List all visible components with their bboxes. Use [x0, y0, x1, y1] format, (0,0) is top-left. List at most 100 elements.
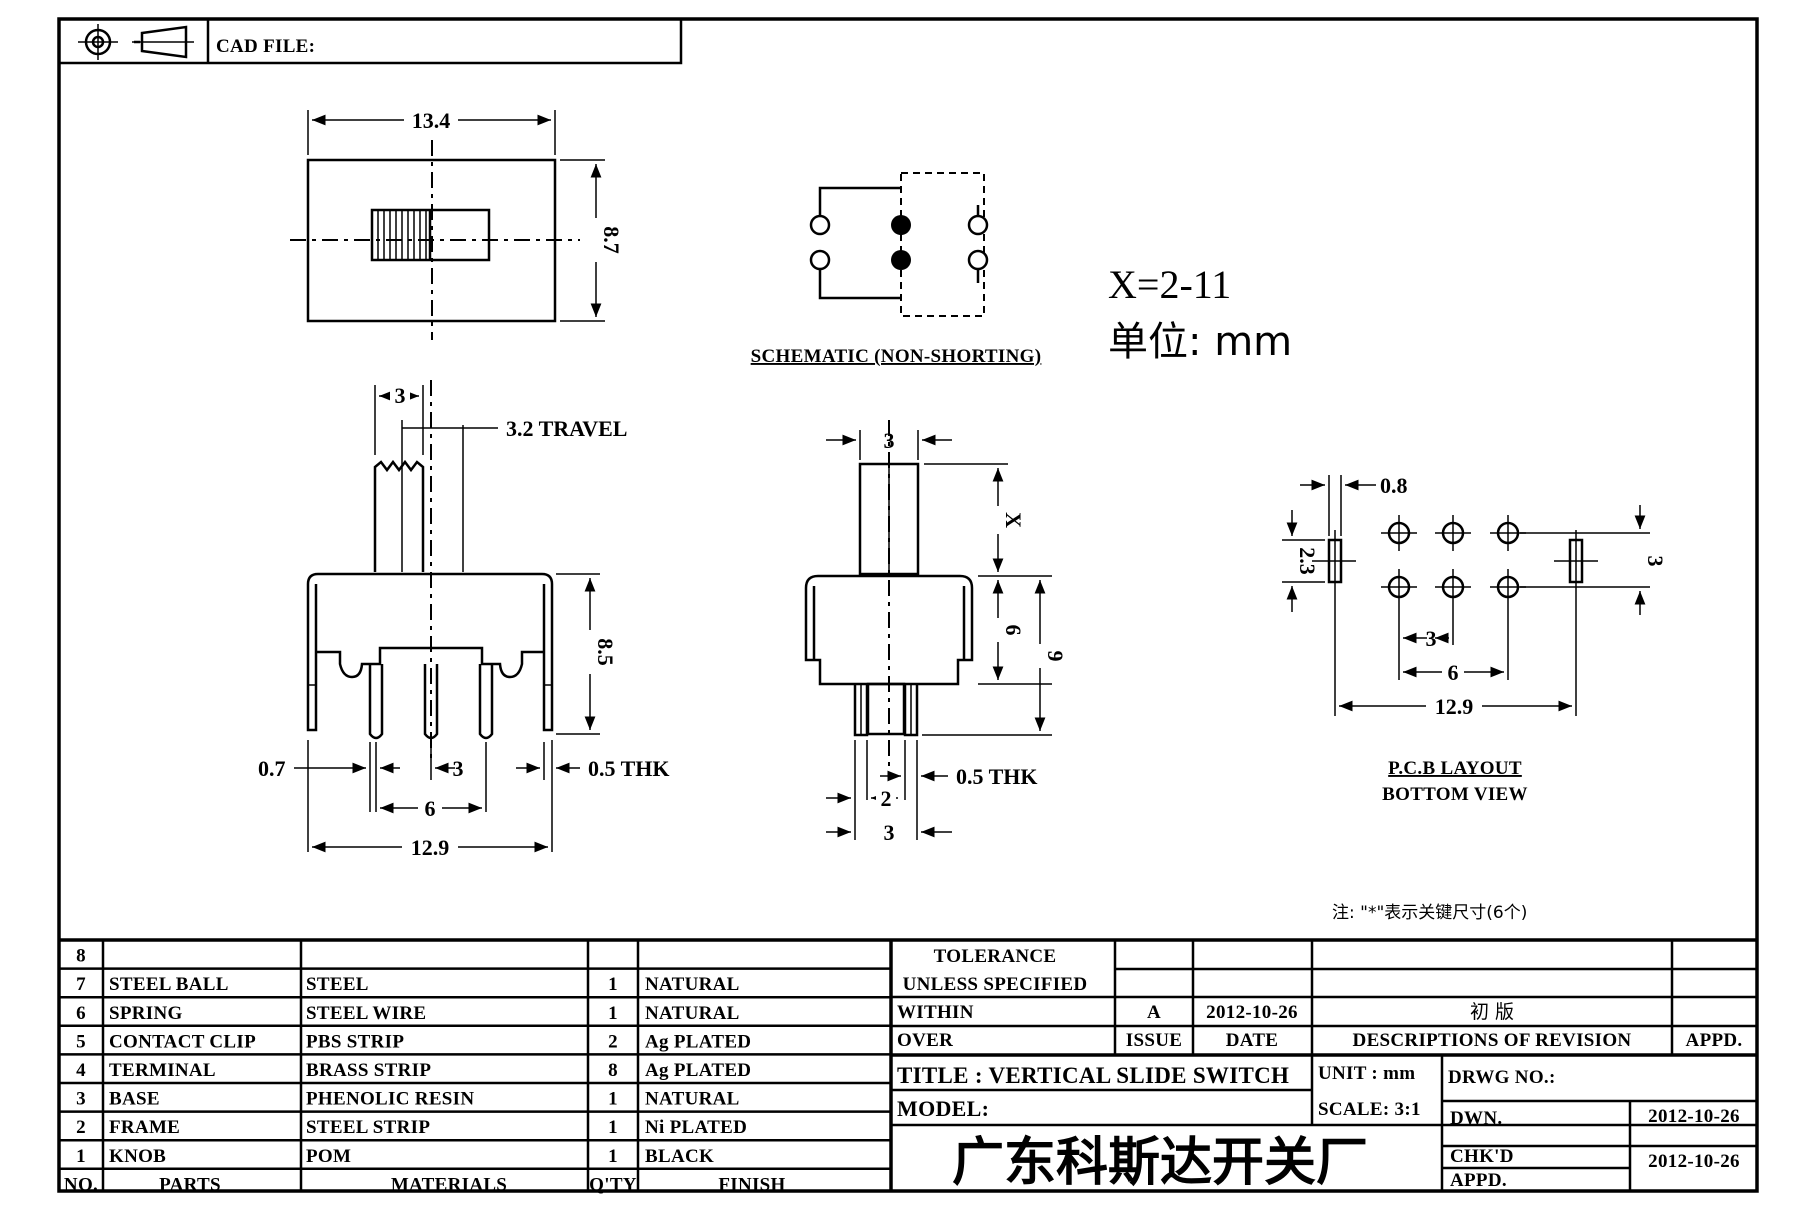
cad-header: CAD FILE: [57, 17, 683, 65]
terminal-open-icon [809, 249, 831, 271]
bom-cell-material: STEEL STRIP [306, 1117, 430, 1138]
bom-cell-no: 6 [76, 1003, 86, 1024]
dim-front-total: 12.9 [411, 835, 450, 860]
dim-pcb-slot-len: 2.3 [1295, 547, 1320, 575]
bom-cell-no: 1 [76, 1146, 86, 1167]
bom-cell-finish: BLACK [645, 1146, 714, 1167]
unit-field: UNIT : mm [1318, 1063, 1415, 1084]
x-range: X=2-11 [1108, 262, 1231, 307]
bom-cell-finish: NATURAL [645, 1089, 740, 1110]
unit-label: 单位: mm [1108, 319, 1292, 365]
bom-header-part: PARTS [159, 1174, 221, 1195]
dim-top-height: 8.7 [599, 226, 624, 254]
bom-cell-qty: 1 [608, 1117, 618, 1138]
front-view: 3 3.2 TRAVEL 8.5 0.7 3 0.5 THK 6 [258, 380, 670, 860]
pcb-label: P.C.B LAYOUT [1388, 758, 1522, 779]
dim-front-pin-width: 0.7 [258, 756, 286, 781]
checked-date: 2012-10-26 [1648, 1151, 1740, 1172]
schematic-label: SCHEMATIC (NON-SHORTING) [751, 346, 1042, 367]
bom-header-material: MATERIALS [391, 1174, 507, 1195]
terminal-open-icon [967, 214, 989, 236]
dim-side-body: 6 [1001, 625, 1026, 636]
company-name: 广东科斯达开关厂 [952, 1133, 1368, 1193]
dim-front-pitch: 3 [453, 756, 464, 781]
dim-side-pin: 2 [881, 786, 892, 811]
projection-symbol-icon [78, 24, 194, 60]
terminal-open-icon [967, 249, 989, 271]
issue-header: ISSUE [1126, 1030, 1182, 1051]
bom-cell-finish: Ni PLATED [645, 1117, 747, 1138]
bom-cell-qty: 8 [608, 1060, 618, 1081]
unless-label: UNLESS SPECIFIED [903, 974, 1088, 995]
bom-cell-part: FRAME [109, 1117, 180, 1138]
pcb-layout: 0.8 2.3 3 3 6 12.9 P.C.B LAYOUT BOTTOM V… [1282, 473, 1668, 805]
drawn-date: 2012-10-26 [1648, 1106, 1740, 1127]
dim-side-knob: 3 [884, 428, 895, 453]
bom-cell-finish: NATURAL [645, 974, 740, 995]
dim-pcb-span: 6 [1448, 660, 1459, 685]
drawing-title: TITLE : VERTICAL SLIDE SWITCH [897, 1063, 1289, 1088]
key-dimension-note: 注: "*"表示关键尺寸(6个) [1332, 903, 1527, 923]
bom-cell-qty: 1 [608, 1146, 618, 1167]
bom-cell-part: BASE [109, 1089, 160, 1110]
bom-cell-material: STEEL [306, 974, 369, 995]
drawn-label: DWN. [1450, 1108, 1502, 1129]
dim-front-knob: 3 [395, 383, 406, 408]
dim-pcb-row: 3 [1643, 556, 1668, 567]
top-view: 13.4 8.7 [290, 104, 624, 340]
title-block: TOLERANCE UNLESS SPECIFIED WITHIN OVER A… [891, 940, 1757, 1193]
bom-cell-no: 5 [76, 1031, 86, 1052]
approved-header: APPD. [1686, 1030, 1743, 1051]
dim-pcb-pitch: 3 [1426, 626, 1437, 651]
bom-cell-finish: Ag PLATED [645, 1031, 751, 1052]
bom-header-no: NO. [64, 1174, 98, 1195]
pcb-holes [1381, 515, 1526, 605]
terminal-open-icon [809, 214, 831, 236]
dim-pcb-total: 12.9 [1435, 694, 1474, 719]
within-label: WITHIN [897, 1002, 974, 1023]
scale-field: SCALE: 3:1 [1318, 1099, 1421, 1120]
sheet-border [57, 17, 1759, 1193]
bom-cell-material: BRASS STRIP [306, 1060, 431, 1081]
bom-cell-qty: 2 [608, 1031, 618, 1052]
bom-cell-part: KNOB [109, 1146, 166, 1167]
bom-cell-part: CONTACT CLIP [109, 1031, 256, 1052]
revision-description: 初 版 [1470, 1001, 1514, 1023]
dim-front-span: 6 [425, 796, 436, 821]
bom-cell-finish: Ag PLATED [645, 1060, 751, 1081]
cad-file-label: CAD FILE: [216, 36, 315, 57]
bom-cell-no: 2 [76, 1117, 86, 1138]
bom-header-qty: Q'TY [589, 1174, 637, 1195]
dim-front-thk: 0.5 THK [588, 756, 670, 781]
bom-cell-no: 3 [76, 1089, 86, 1110]
bom-cell-part: STEEL BALL [109, 974, 229, 995]
dim-side-thk: 0.5 THK [956, 764, 1038, 789]
bom-cell-no: 7 [76, 974, 86, 995]
date-header: DATE [1226, 1030, 1279, 1051]
revision-date: 2012-10-26 [1206, 1002, 1298, 1023]
bom-cell-no: 8 [76, 946, 86, 967]
bom-cell-qty: 1 [608, 974, 618, 995]
approved-label: APPD. [1450, 1170, 1507, 1191]
bom-cell-material: PHENOLIC RESIN [306, 1089, 474, 1110]
dim-side-pitch: 3 [884, 820, 895, 845]
drawing-number-label: DRWG NO.: [1448, 1067, 1556, 1088]
dim-side-total: 9 [1043, 651, 1068, 662]
revision-letter: A [1147, 1002, 1161, 1023]
dim-side-x: X [1001, 512, 1026, 528]
dim-front-travel: 3.2 TRAVEL [506, 416, 627, 441]
dim-top-width: 13.4 [412, 108, 451, 133]
bom-cell-no: 4 [76, 1060, 86, 1081]
schematic: SCHEMATIC (NON-SHORTING) [751, 172, 1042, 367]
tolerance-label: TOLERANCE [934, 946, 1057, 967]
pcb-sublabel: BOTTOM VIEW [1382, 784, 1528, 805]
dim-front-height: 8.5 [593, 638, 618, 666]
terminal-common-icon [891, 215, 911, 235]
checked-label: CHK'D [1450, 1146, 1514, 1167]
bom-header-finish: FINISH [718, 1174, 785, 1195]
bom-cell-qty: 1 [608, 1003, 618, 1024]
dim-pcb-slot: 0.8 [1380, 473, 1408, 498]
bom-cell-finish: NATURAL [645, 1003, 740, 1024]
